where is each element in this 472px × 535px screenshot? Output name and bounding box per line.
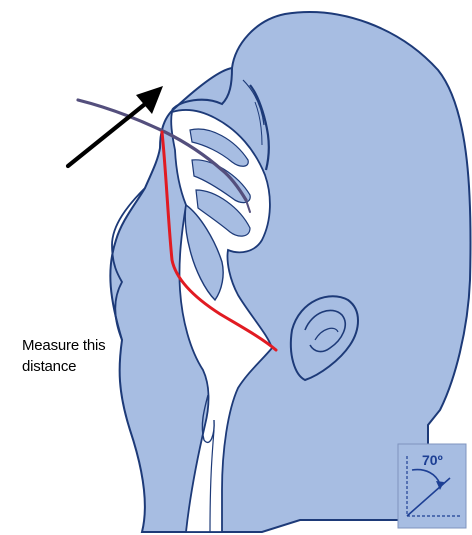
angle-label: 70º [422,452,443,468]
measure-annotation-line1: Measure this [22,335,132,356]
angle-inset: 70º [398,444,466,528]
measure-annotation-line2: distance [22,356,132,377]
measure-annotation: Measure this distance [22,335,132,377]
